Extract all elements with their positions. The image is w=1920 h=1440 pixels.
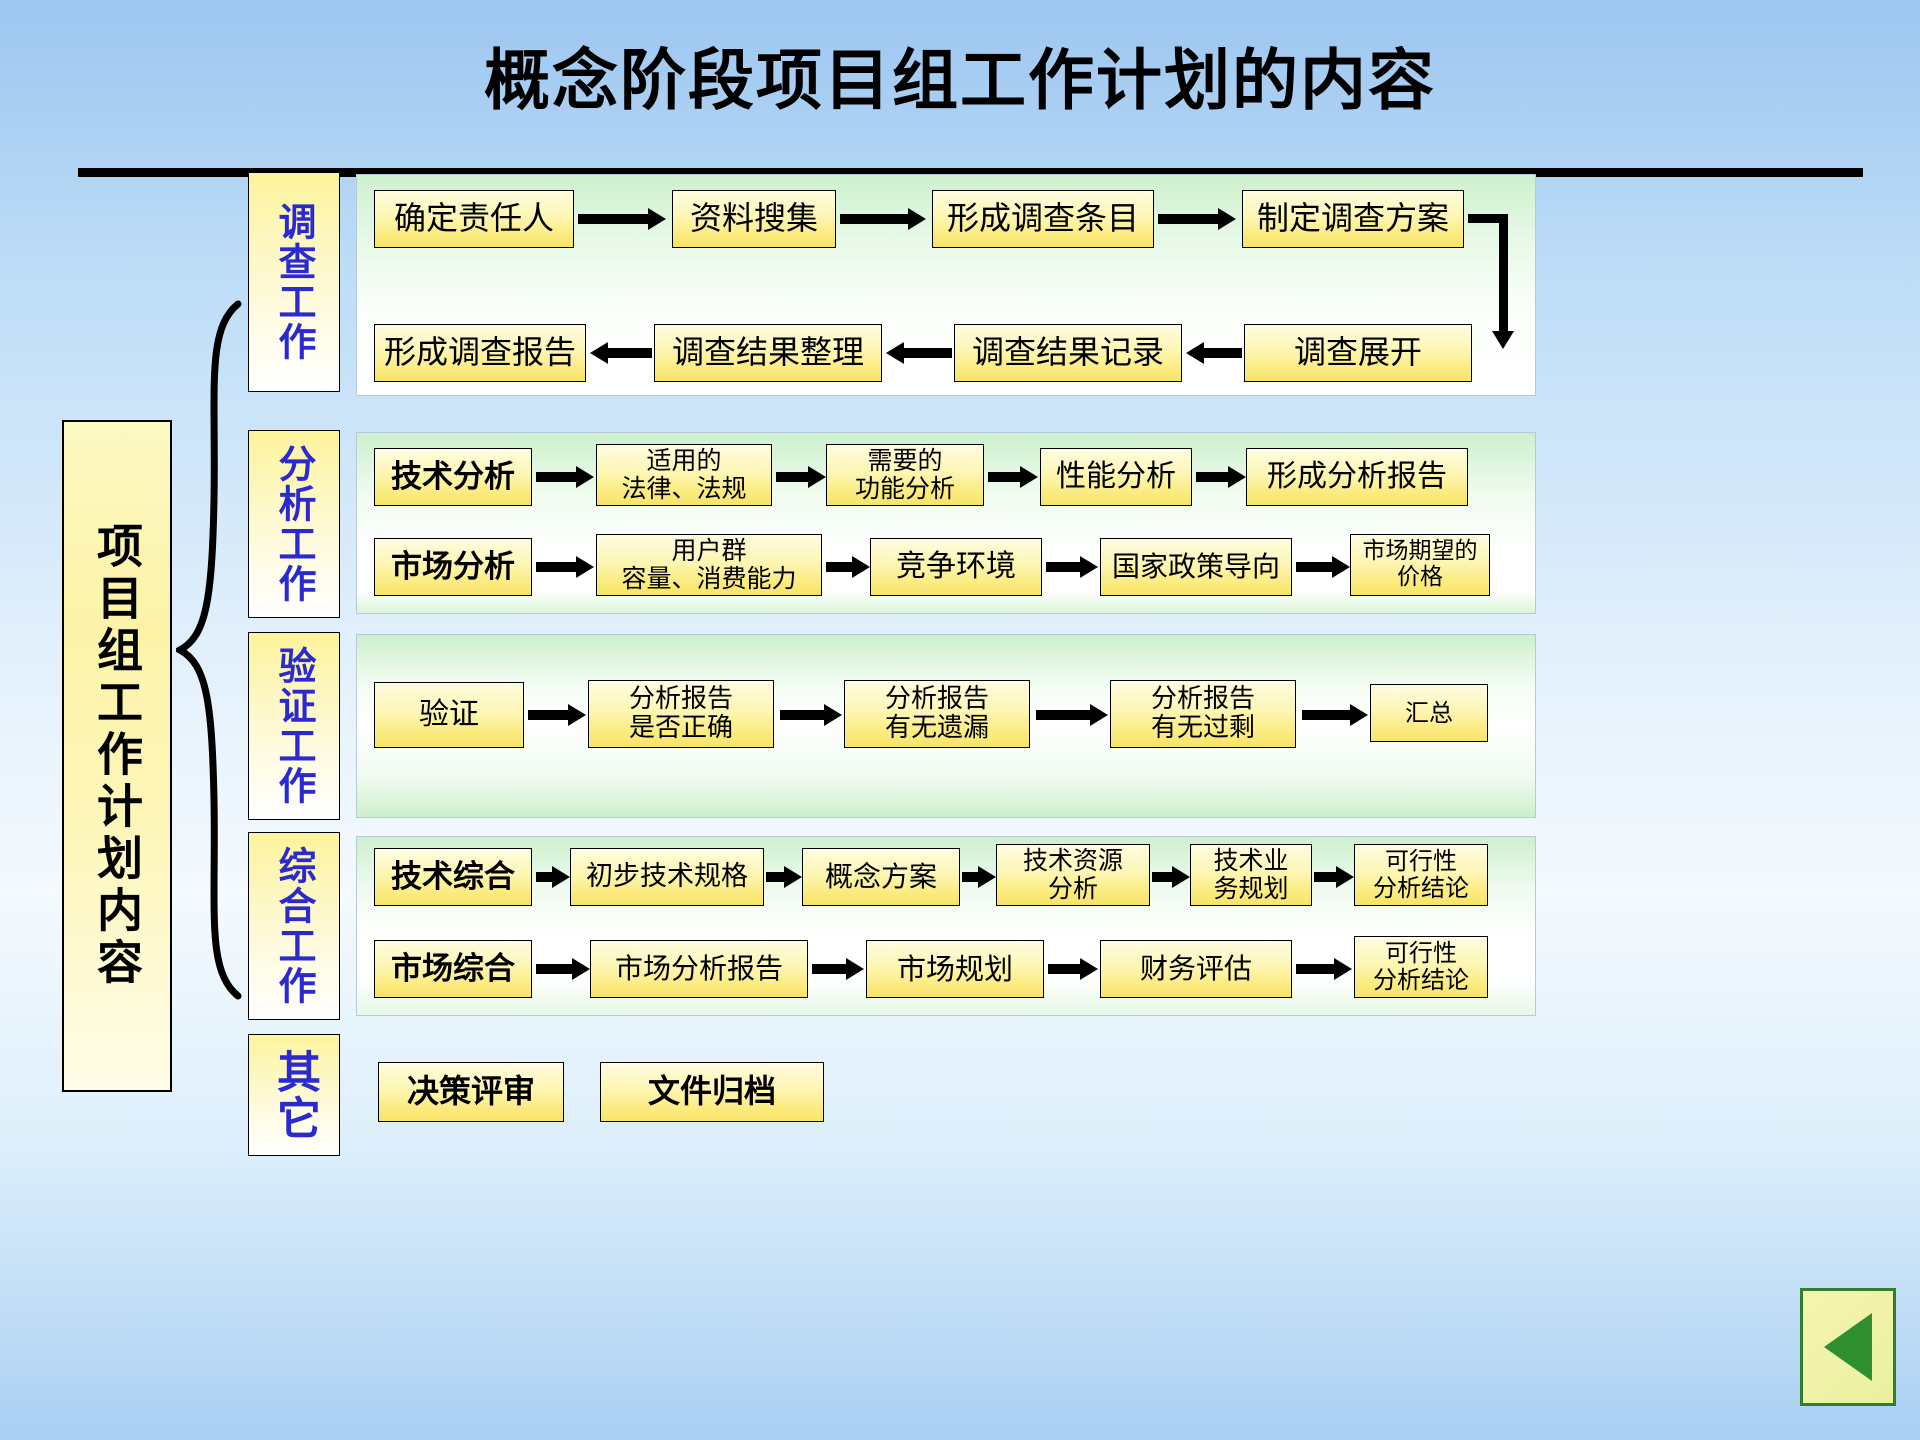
flow-box-verify-4[interactable]: 分析报告 有无过剩 xyxy=(1110,680,1296,748)
arrow-verify-4-5 xyxy=(1302,704,1368,726)
arrow-survey-8-7 xyxy=(1186,342,1242,364)
arrow-analysis-tech-4-5 xyxy=(1196,466,1246,488)
flow-box-synth-market-1[interactable]: 市场综合 xyxy=(374,940,532,998)
flow-box-survey-7[interactable]: 调查结果记录 xyxy=(954,324,1182,382)
arrow-verify-2-3 xyxy=(780,704,842,726)
master-label-box: 项目组工作计划内容 xyxy=(62,420,172,1092)
sidebar-item-survey[interactable]: 调查工作 xyxy=(248,172,340,392)
arrow-synth-market-2-3 xyxy=(812,958,864,980)
flow-box-synth-tech-2[interactable]: 初步技术规格 xyxy=(570,848,764,906)
flow-box-other-1[interactable]: 决策评审 xyxy=(378,1062,564,1122)
arrow-synth-tech-4-5 xyxy=(1152,866,1190,888)
arrow-analysis-market-3-4 xyxy=(1046,556,1098,578)
sidebar-item-other[interactable]: 其它 xyxy=(248,1034,340,1156)
sidebar-item-survey-label: 调查工作 xyxy=(272,202,317,362)
nav-back-button[interactable] xyxy=(1800,1288,1896,1406)
arrow-analysis-market-1-2 xyxy=(536,556,594,578)
sidebar-item-verify-label: 验证工作 xyxy=(272,646,317,806)
flow-box-synth-tech-4[interactable]: 技术资源 分析 xyxy=(996,844,1150,906)
arrow-synth-tech-2-3 xyxy=(766,866,802,888)
flow-box-synth-tech-3[interactable]: 概念方案 xyxy=(802,848,960,906)
flow-box-verify-5[interactable]: 汇总 xyxy=(1370,684,1488,742)
arrow-synth-market-4-5 xyxy=(1296,958,1352,980)
arrow-analysis-market-2-3 xyxy=(826,556,870,578)
arrow-survey-wrap xyxy=(1468,205,1518,355)
flow-box-analysis-market-1[interactable]: 市场分析 xyxy=(374,538,532,596)
arrow-verify-1-2 xyxy=(528,704,586,726)
flow-box-survey-8[interactable]: 调查展开 xyxy=(1244,324,1472,382)
flow-box-verify-1[interactable]: 验证 xyxy=(374,682,524,748)
flow-box-synth-market-3[interactable]: 市场规划 xyxy=(866,940,1044,998)
arrow-analysis-tech-3-4 xyxy=(988,466,1038,488)
arrow-analysis-market-4-5 xyxy=(1296,556,1350,578)
flow-box-analysis-market-5[interactable]: 市场期望的 价格 xyxy=(1350,534,1490,596)
triangle-left-icon xyxy=(1824,1313,1872,1381)
panel-verify xyxy=(356,634,1536,818)
sidebar-item-analysis[interactable]: 分析工作 xyxy=(248,430,340,618)
arrow-survey-6-5 xyxy=(590,342,652,364)
flow-box-synth-tech-5[interactable]: 技术业 务规划 xyxy=(1190,844,1312,906)
arrow-survey-2-3 xyxy=(840,208,928,230)
flow-box-survey-2[interactable]: 资料搜集 xyxy=(672,190,836,248)
flow-box-analysis-tech-1[interactable]: 技术分析 xyxy=(374,448,532,506)
flow-box-other-2[interactable]: 文件归档 xyxy=(600,1062,824,1122)
arrow-synth-tech-3-4 xyxy=(962,866,996,888)
page-title: 概念阶段项目组工作计划的内容 xyxy=(484,41,1436,119)
arrow-analysis-tech-2-3 xyxy=(776,466,826,488)
arrow-survey-1-2 xyxy=(578,208,668,230)
arrow-survey-7-6 xyxy=(886,342,952,364)
sidebar-item-synth-label: 综合工作 xyxy=(272,846,317,1006)
flow-box-analysis-tech-2[interactable]: 适用的 法律、法规 xyxy=(596,444,772,506)
arrow-synth-tech-5-6 xyxy=(1314,866,1354,888)
flow-box-survey-1[interactable]: 确定责任人 xyxy=(374,190,574,248)
flow-box-analysis-tech-5[interactable]: 形成分析报告 xyxy=(1246,448,1468,506)
arrow-verify-3-4 xyxy=(1036,704,1108,726)
flow-box-verify-2[interactable]: 分析报告 是否正确 xyxy=(588,680,774,748)
flow-box-survey-4[interactable]: 制定调查方案 xyxy=(1242,190,1464,248)
flow-box-verify-3[interactable]: 分析报告 有无遗漏 xyxy=(844,680,1030,748)
arrow-survey-3-4 xyxy=(1158,208,1238,230)
flow-box-analysis-tech-4[interactable]: 性能分析 xyxy=(1040,448,1192,506)
flow-box-analysis-market-3[interactable]: 竞争环境 xyxy=(870,538,1042,596)
title-divider xyxy=(78,168,1863,177)
master-label-text: 项目组工作计划内容 xyxy=(90,522,144,990)
flow-box-synth-market-4[interactable]: 财务评估 xyxy=(1100,940,1292,998)
arrow-synth-market-1-2 xyxy=(536,958,590,980)
flow-box-synth-market-2[interactable]: 市场分析报告 xyxy=(590,940,808,998)
flow-box-synth-tech-1[interactable]: 技术综合 xyxy=(374,848,532,906)
arrow-synth-market-3-4 xyxy=(1048,958,1098,980)
sidebar-item-synth[interactable]: 综合工作 xyxy=(248,832,340,1020)
arrow-synth-tech-1-2 xyxy=(536,866,570,888)
flow-box-analysis-tech-3[interactable]: 需要的 功能分析 xyxy=(826,444,984,506)
arrow-analysis-tech-1-2 xyxy=(536,466,594,488)
flow-box-survey-3[interactable]: 形成调查条目 xyxy=(932,190,1154,248)
flow-box-analysis-market-2[interactable]: 用户群 容量、消费能力 xyxy=(596,534,822,596)
sidebar-item-verify[interactable]: 验证工作 xyxy=(248,632,340,820)
flow-box-synth-tech-6[interactable]: 可行性 分析结论 xyxy=(1354,844,1488,906)
flow-box-analysis-market-4[interactable]: 国家政策导向 xyxy=(1100,538,1292,596)
flow-box-survey-6[interactable]: 调查结果整理 xyxy=(654,324,882,382)
grouping-brace xyxy=(176,300,242,1000)
sidebar-item-other-label: 其它 xyxy=(269,1049,320,1141)
sidebar-item-analysis-label: 分析工作 xyxy=(272,444,317,604)
flow-box-synth-market-5[interactable]: 可行性 分析结论 xyxy=(1354,936,1488,998)
page-title-wrap: 概念阶段项目组工作计划的内容 xyxy=(0,41,1920,119)
flow-box-survey-5[interactable]: 形成调查报告 xyxy=(374,324,586,382)
